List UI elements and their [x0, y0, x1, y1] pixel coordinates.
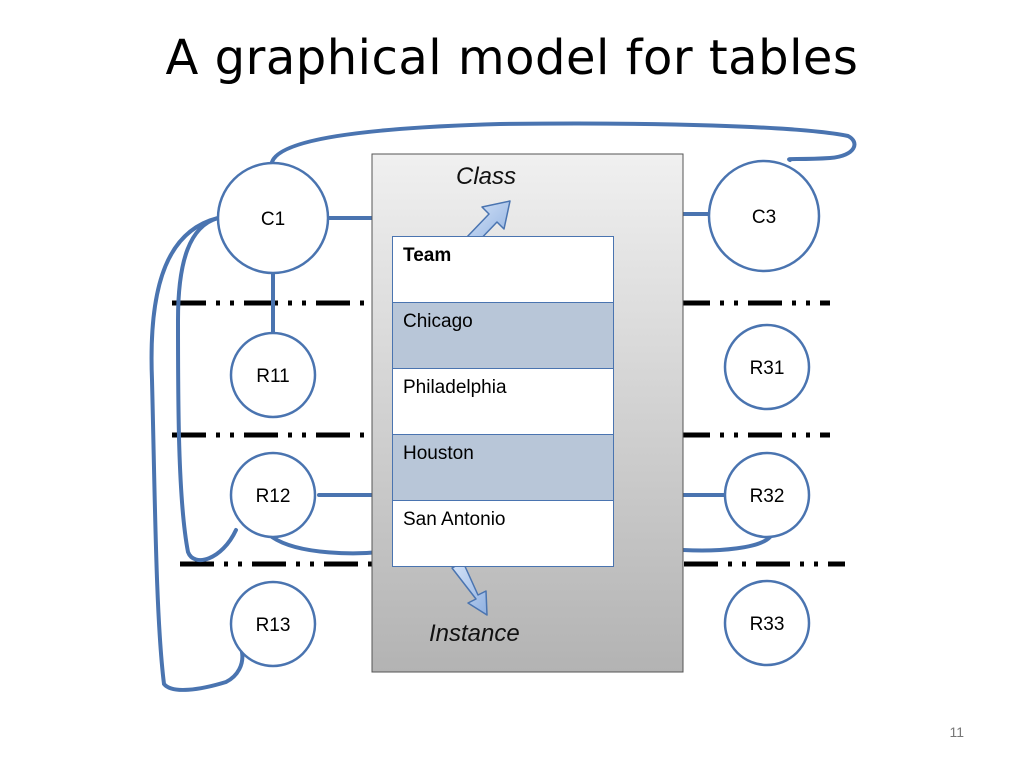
node-r31: R31 [723, 323, 811, 411]
node-c1: C1 [216, 161, 330, 275]
node-r12: R12 [229, 451, 317, 539]
slide-title: A graphical model for tables [165, 30, 859, 86]
table-row: Houston [392, 434, 614, 501]
node-r32: R32 [723, 451, 811, 539]
table-header-cell: Team [392, 236, 614, 303]
table-row: Philadelphia [392, 368, 614, 435]
node-r13: R13 [229, 580, 317, 668]
edges [149, 121, 857, 692]
table-cell: Chicago [392, 302, 614, 369]
table-header-row: Team [392, 236, 614, 303]
edge-c1-r13-loop [149, 216, 245, 692]
table-cell: Houston [392, 434, 614, 501]
table-row: Chicago [392, 302, 614, 369]
node-r32-label: R32 [750, 486, 785, 507]
table-cell: Philadelphia [392, 368, 614, 435]
node-r12-label: R12 [256, 486, 291, 507]
node-r13-label: R13 [256, 615, 291, 636]
edge-c1-r12-loop [175, 216, 238, 563]
node-c1-label: C1 [261, 209, 285, 230]
table-row: San Antonio [392, 500, 614, 567]
instance-label: Instance [429, 620, 520, 647]
node-c3: C3 [707, 159, 821, 273]
table-cell: San Antonio [392, 500, 614, 567]
node-r33: R33 [723, 579, 811, 667]
instance-arrow-icon [451, 561, 488, 616]
class-label: Class [456, 163, 517, 190]
page-number: 11 [949, 724, 964, 740]
node-r33-label: R33 [750, 614, 785, 635]
node-r31-label: R31 [750, 358, 785, 379]
node-c3-label: C3 [752, 207, 776, 228]
edge-c1-c3-arc [270, 121, 857, 164]
team-table: Team Chicago Philadelphia Houston San An… [392, 236, 614, 567]
node-r11-label: R11 [256, 366, 289, 387]
node-r11: R11 [229, 331, 317, 419]
